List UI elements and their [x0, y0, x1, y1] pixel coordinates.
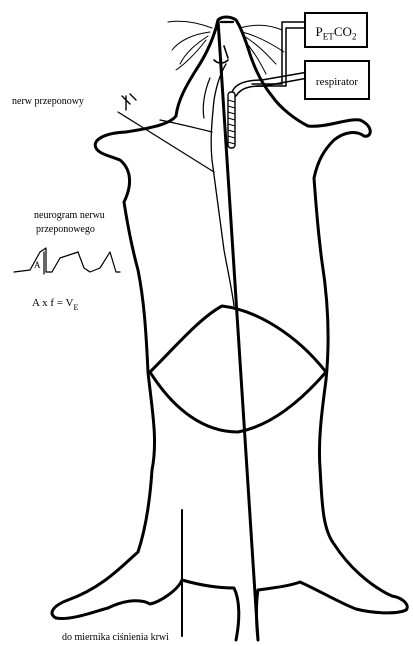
- respirator-label: respirator: [316, 76, 358, 88]
- petco2-P: P: [316, 24, 323, 39]
- blood-pressure-label: do miernika ciśnienia krwi: [62, 632, 169, 643]
- neurogram-title-line1: neurogram nerwu: [34, 210, 105, 221]
- phrenic-nerve-line: [118, 78, 214, 172]
- nerve-label: nerw przeponowy: [12, 96, 84, 107]
- neurogram-title-line2: przeponowego: [36, 224, 95, 235]
- rat-body-outline: [52, 17, 407, 640]
- whiskers: [168, 21, 284, 74]
- petco2-2: 2: [352, 32, 357, 42]
- neurogram-waveform: [14, 248, 120, 272]
- formula-label: A x f = VE: [32, 297, 78, 312]
- petco2-CO: CO: [334, 24, 352, 39]
- respirator-box: respirator: [304, 60, 370, 100]
- formula-sub: E: [73, 303, 78, 312]
- petco2-ET: ET: [323, 32, 334, 42]
- cannula-coil: [228, 100, 235, 144]
- formula-main: A x f = V: [32, 297, 74, 309]
- neurogram-peak-label: A: [34, 260, 41, 270]
- nerve-hook: [122, 94, 136, 110]
- petco2-box: PETCO2: [304, 12, 368, 48]
